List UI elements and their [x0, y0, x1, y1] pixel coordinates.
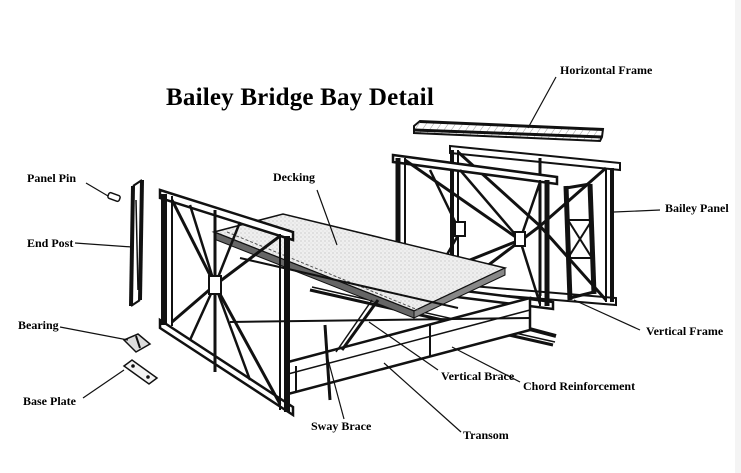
- label-end-post: End Post: [27, 236, 74, 250]
- bearing: [122, 333, 152, 353]
- label-horizontal-frame: Horizontal Frame: [560, 63, 653, 77]
- horizontal-frame: [413, 119, 605, 143]
- label-base-plate: Base Plate: [23, 394, 76, 408]
- front-bailey-panel: [158, 188, 295, 418]
- vertical-frame: [563, 182, 597, 301]
- label-vertical-frame: Vertical Frame: [646, 324, 724, 338]
- label-panel-pin: Panel Pin: [27, 171, 77, 185]
- end-post: [129, 179, 144, 307]
- panel-pin: [107, 191, 121, 203]
- label-decking: Decking: [273, 170, 315, 184]
- label-bearing: Bearing: [18, 318, 59, 332]
- right-edge-strip: [735, 0, 741, 473]
- base-plate: [122, 359, 159, 385]
- leader-lines: [59, 76, 661, 433]
- label-bailey-panel: Bailey Panel: [665, 201, 729, 215]
- diagram-title: Bailey Bridge Bay Detail: [166, 84, 434, 111]
- label-transom: Transom: [463, 428, 509, 442]
- label-sway-brace: Sway Brace: [311, 419, 372, 433]
- label-chord-reinforcement: Chord Reinforcement: [523, 379, 636, 393]
- label-vertical-brace: Vertical Brace: [441, 369, 515, 383]
- vertical-brace: [335, 299, 380, 353]
